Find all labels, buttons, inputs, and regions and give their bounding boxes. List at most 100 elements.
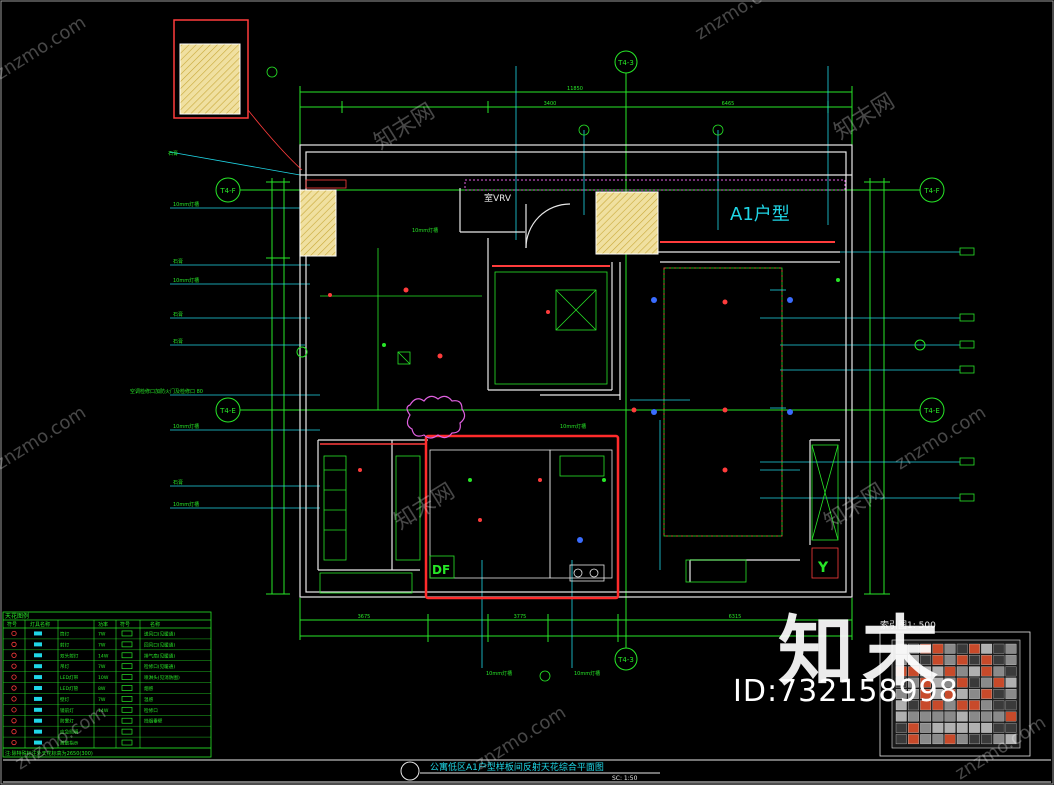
key-plan [879, 631, 1031, 757]
unit-label: A1户型 [730, 204, 790, 225]
legend-symbol-2-icon [121, 641, 133, 648]
legend-cell: 检修口(见暖通) [144, 663, 175, 670]
legend-symbol-icon [11, 718, 17, 724]
key-plan-cell [895, 689, 907, 699]
legend-cell: 射灯 [60, 641, 70, 648]
key-plan-cell [993, 722, 1005, 733]
structural-columns [173, 19, 659, 257]
legend-swatch-icon [34, 653, 42, 658]
legend-symbol-2-icon [121, 728, 133, 735]
key-plan-cell [908, 666, 919, 677]
key-plan-cell [944, 689, 956, 699]
legend-col-name-2: 名称 [150, 621, 160, 628]
note-left-4: 10mm灯槽 [173, 501, 199, 508]
key-plan-cell [956, 722, 968, 733]
legend-cell: 检修口 [144, 707, 158, 714]
legend-symbol-2-icon [121, 696, 133, 702]
highlight-box [424, 434, 620, 600]
legend-cell: 双头射灯 [60, 652, 79, 659]
watermark-site-2: znzmo.com [692, 0, 790, 44]
key-plan-cell [908, 700, 919, 711]
legend-cell: 镜前灯 [60, 707, 74, 714]
legend-symbol-icon [11, 739, 17, 746]
legend-swatch-icon [34, 686, 42, 690]
key-plan-cell [969, 734, 980, 745]
legend-swatch-icon [34, 664, 42, 669]
key-plan-cell [944, 643, 956, 654]
legend-footnote: 注:除特殊标注外天花标高为2650(300) [5, 750, 93, 757]
note-bottom-1: 10mm灯槽 [486, 670, 512, 677]
legend-cell: 7W [98, 631, 106, 637]
ceiling-beams [305, 179, 846, 445]
legend-symbol-2-icon [121, 706, 133, 713]
key-plan-cell [956, 643, 968, 654]
key-plan-cell [993, 655, 1005, 665]
revision-cloud [406, 395, 466, 439]
legend-swatch-icon [34, 675, 42, 680]
dim-top-right: 6465 [722, 101, 735, 107]
key-plan-cell [908, 643, 919, 654]
key-plan-cell [981, 700, 993, 711]
key-plan-cell [993, 700, 1005, 711]
legend-cell: 7W [98, 664, 106, 670]
legend-col-symbol: 符号 [7, 621, 17, 628]
legend-heading: 天花图例 [5, 612, 29, 620]
key-plan-cell [920, 689, 932, 699]
key-plan-cell [920, 711, 932, 722]
key-plan-cell [895, 677, 907, 688]
key-plan-cell [944, 666, 956, 677]
legend-cell: 喷淋头(见消防图) [144, 674, 180, 681]
legend-cell: LED灯带 [60, 674, 79, 681]
key-plan-cell [981, 655, 993, 665]
legend-cell: 疏散指示 [60, 740, 79, 747]
key-plan-cell [932, 689, 944, 699]
key-plan-cell [969, 689, 980, 699]
key-plan-cell [956, 700, 968, 711]
key-plan-cell [1005, 734, 1017, 745]
key-plan-cell [932, 666, 944, 677]
key-plan-cell [993, 677, 1005, 688]
key-plan-cell [981, 643, 993, 654]
legend-cell: 挡烟垂壁 [144, 718, 163, 725]
legend-cell: 送风口(见暖通) [144, 630, 175, 637]
legend-symbol-icon [11, 707, 17, 713]
key-plan-cell [920, 700, 932, 711]
key-plan-cell [920, 722, 932, 733]
legend-cell: 14W [98, 653, 109, 659]
legend-cell: 10W [98, 675, 109, 681]
ceiling-outlines [319, 248, 839, 594]
legend-swatch-icon [34, 696, 42, 701]
key-plan-cell [969, 643, 980, 654]
legend-symbol-icon [11, 729, 17, 735]
legend-symbol-2-icon [121, 652, 133, 659]
key-plan-cell [932, 643, 944, 654]
key-plan-cell [1005, 700, 1017, 711]
vrv-label: 室VRV [484, 192, 512, 204]
legend-symbol-2-icon [121, 685, 133, 691]
key-plan-cell [981, 666, 993, 677]
legend-cell: 筒灯 [60, 630, 70, 637]
dim-top-left: 3400 [544, 101, 557, 107]
key-plan-cell [956, 689, 968, 699]
axis-tag-right-e: T4-E [923, 407, 940, 415]
dim-bottom-mid: 3775 [514, 614, 527, 620]
key-plan-cell [944, 677, 956, 688]
legend-cell: 应急照明 [60, 729, 79, 736]
key-plan-cell [1005, 666, 1017, 677]
legend-symbol-2-icon [121, 717, 133, 724]
legend-cell: 防雾灯 [60, 718, 74, 725]
key-plan-cell [969, 666, 980, 677]
legend-symbol-2-icon [121, 739, 133, 746]
walls [299, 144, 853, 598]
key-plan-cell [908, 655, 919, 665]
note-tags [266, 66, 975, 682]
note-mid-2: 10mm灯槽 [560, 423, 586, 430]
hvac-lines [630, 289, 800, 570]
dim-top-total: 11850 [567, 86, 583, 92]
key-plan-cell [920, 677, 932, 688]
legend-cell: 7W [98, 642, 106, 648]
legend-cell: 排气扇(见暖通) [144, 652, 175, 659]
axis-tag-left-e: T4-E [219, 407, 236, 415]
legend-symbol-2-icon [121, 630, 133, 637]
